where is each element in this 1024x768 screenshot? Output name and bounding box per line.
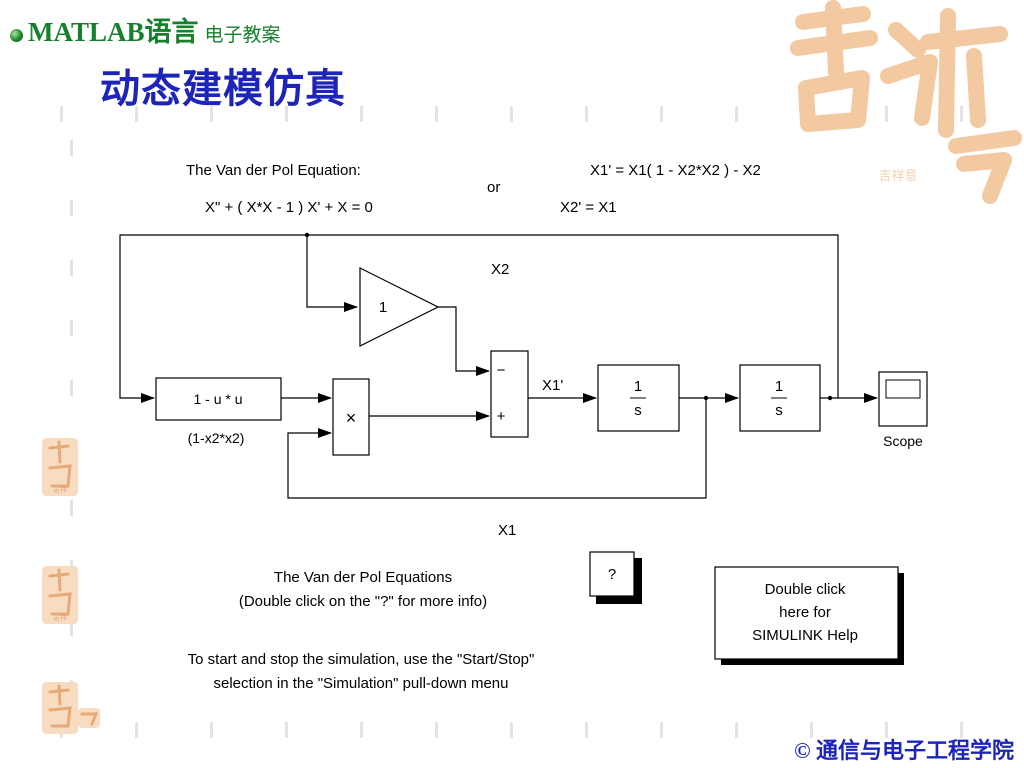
- info-line-1: The Van der Pol Equations: [274, 569, 452, 586]
- scope-block[interactable]: [878, 371, 928, 427]
- equation-main: X" + ( X*X - 1 ) X' + X = 0: [205, 199, 373, 216]
- fcn-block[interactable]: 1 - u * u: [155, 377, 282, 421]
- slide-heading: 动态建模仿真: [100, 66, 346, 111]
- branch-point-x2: [827, 395, 833, 401]
- footer-copyright: © 通信与电子工程学院: [794, 738, 1014, 763]
- side-icon-2: 吉祥: [42, 566, 78, 624]
- integrator-2-block[interactable]: 1 s: [739, 364, 821, 432]
- info-question-button[interactable]: ?: [589, 551, 642, 604]
- fcn-caption: (1-x2*x2): [188, 430, 245, 446]
- scope-label: Scope: [883, 433, 923, 449]
- instruction-line-2: selection in the "Simulation" pull-down …: [214, 675, 509, 692]
- sum-minus-sign: −: [497, 362, 506, 379]
- bullet-icon: [10, 28, 23, 42]
- x2-to-gain-wire: [306, 235, 358, 312]
- feedback-x1-wire: [287, 398, 707, 499]
- instruction-line-1: To start and stop the simulation, use th…: [188, 651, 535, 668]
- gain-value: 1: [379, 299, 387, 316]
- integrator-1-denominator: s: [634, 402, 642, 419]
- sum-block[interactable]: − +: [490, 350, 529, 438]
- integrator-2-numerator: 1: [775, 378, 783, 395]
- corner-watermark-graphic: 吉祥意: [790, 0, 1022, 204]
- fcn-expression: 1 - u * u: [193, 391, 242, 407]
- guide-line-bottom: [60, 722, 1020, 738]
- feedback-x2-wire: [119, 234, 839, 403]
- brand-title: MATLAB语言: [28, 17, 199, 47]
- integrator-1-numerator: 1: [634, 378, 642, 395]
- help-line-3: SIMULINK Help: [752, 627, 858, 644]
- product-block[interactable]: ×: [332, 378, 370, 456]
- side-icon-2-text: 吉祥: [53, 613, 67, 622]
- gain-block[interactable]: 1: [359, 267, 440, 347]
- equation-or-label: or: [487, 179, 500, 196]
- integrator-2-denominator: s: [775, 402, 783, 419]
- branch-point-x2-top: [304, 232, 310, 238]
- simulink-help-button[interactable]: Double click here for SIMULINK Help: [714, 566, 904, 665]
- side-icon-1: 吉祥: [42, 438, 78, 496]
- slide-header: MATLAB语言电子教案: [10, 10, 281, 49]
- info-line-2: (Double click on the "?" for more info): [239, 593, 487, 610]
- info-question-mark: ?: [608, 566, 616, 583]
- gain-to-sum-wire: [438, 306, 490, 376]
- side-icon-1-text: 吉祥: [53, 485, 67, 494]
- help-line-2: here for: [779, 604, 831, 621]
- signal-label-x1: X1: [498, 522, 516, 539]
- signal-label-x1dot: X1': [542, 377, 563, 394]
- brand-subtitle: 电子教案: [204, 25, 281, 46]
- branch-point-x1: [703, 395, 709, 401]
- product-symbol: ×: [346, 408, 357, 428]
- equation-x1: X1' = X1( 1 - X2*X2 ) - X2: [590, 162, 761, 179]
- sum-plus-sign: +: [497, 408, 506, 425]
- scope-screen-icon: [885, 379, 921, 399]
- equation-title: The Van der Pol Equation:: [186, 162, 361, 179]
- equation-x2: X2' = X1: [560, 199, 617, 216]
- corner-watermark-text: 吉祥意: [878, 168, 917, 183]
- signal-label-x2: X2: [491, 261, 509, 278]
- help-line-1: Double click: [765, 581, 846, 598]
- integrator-1-block[interactable]: 1 s: [597, 364, 680, 432]
- side-icon-3: [42, 682, 100, 734]
- guide-line-top: [60, 106, 1020, 122]
